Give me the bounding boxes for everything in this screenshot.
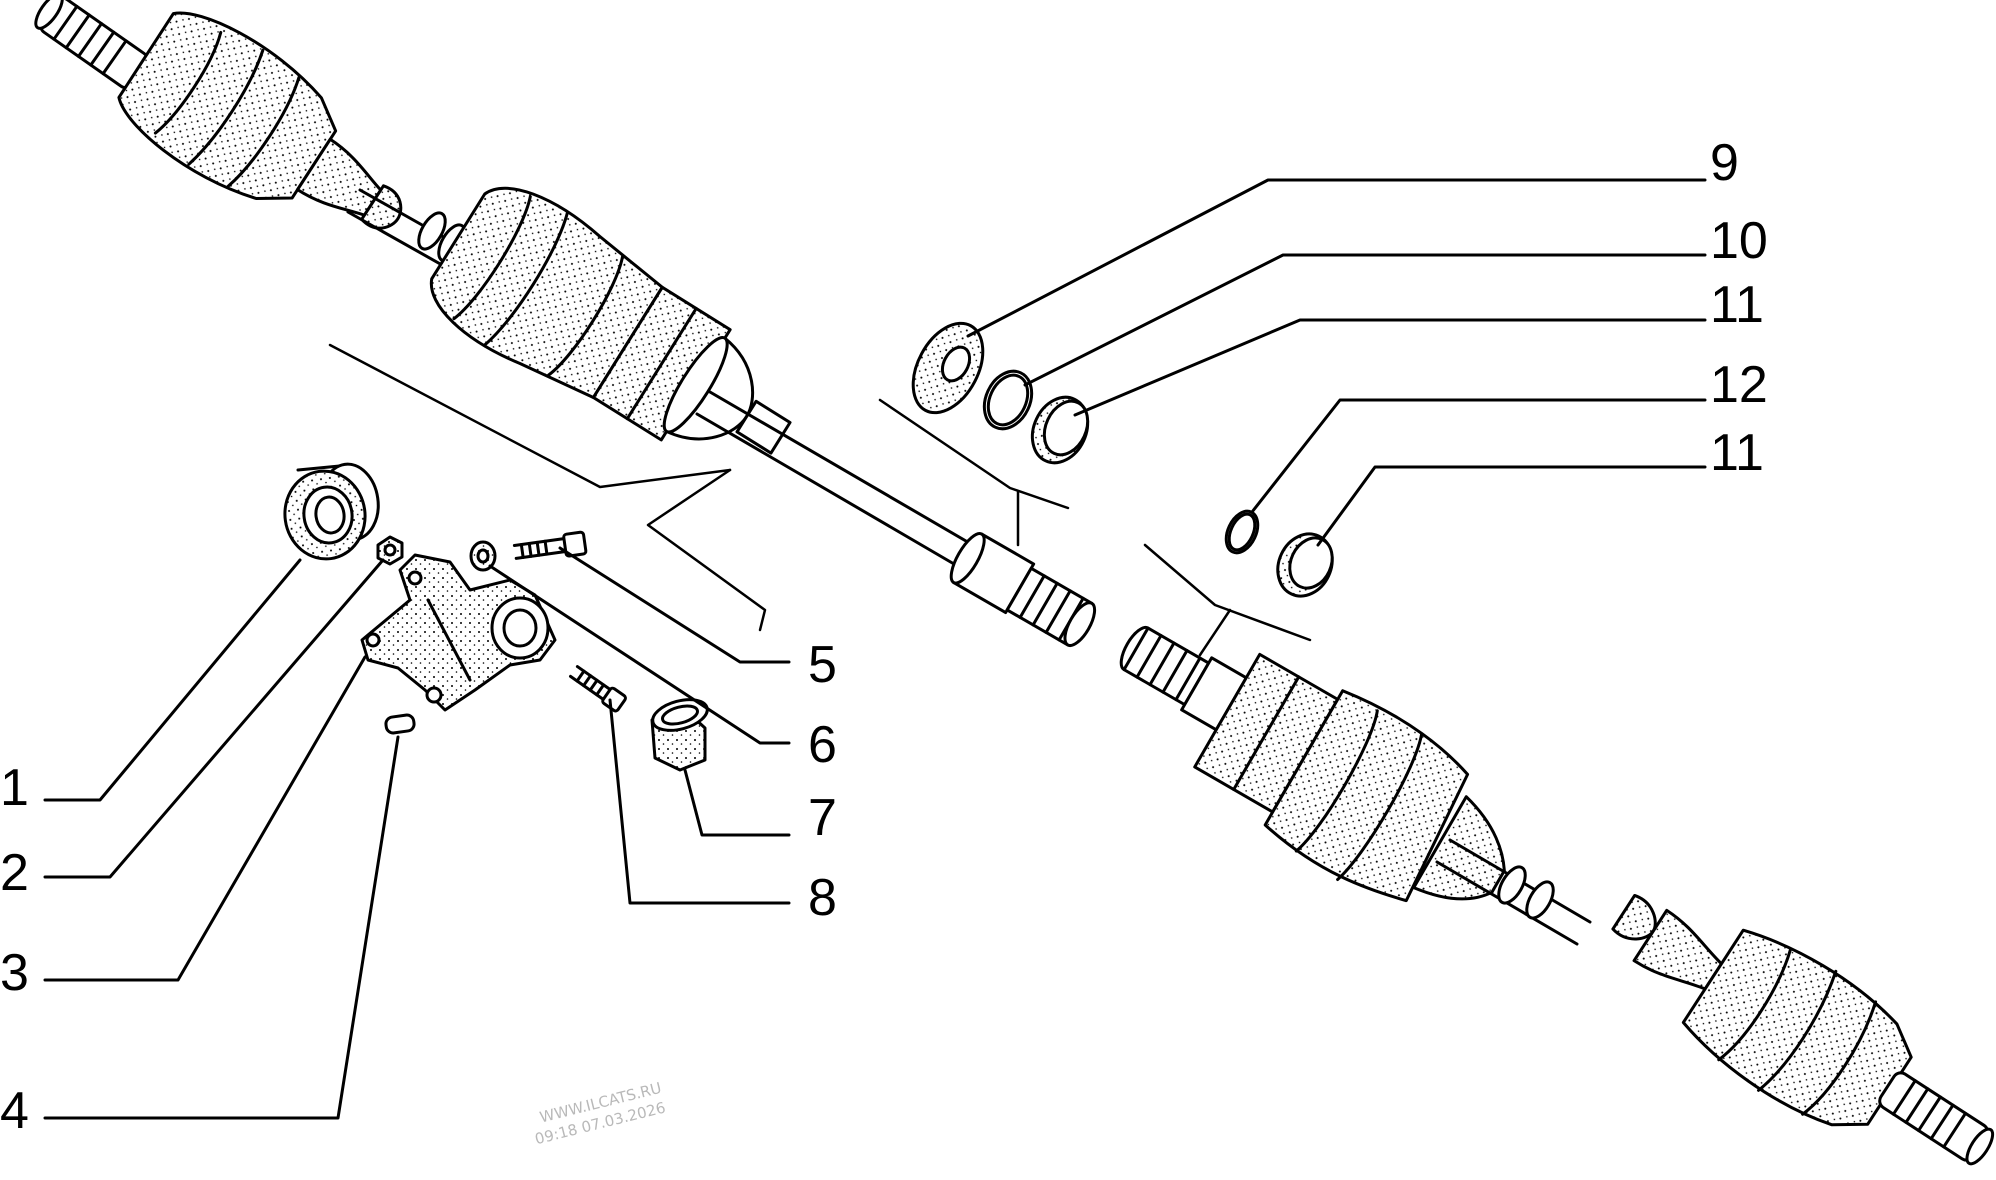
callout-3: 3 — [0, 944, 29, 1002]
support-bracket-part-3 — [360, 553, 557, 712]
lower-outer-cv-joint — [1611, 893, 1995, 1166]
intermediate-shaft — [695, 390, 1097, 648]
bracket-lines-right — [878, 398, 1312, 657]
seal-part-11-lower — [1276, 532, 1334, 598]
callout-4: 4 — [0, 1082, 29, 1140]
bolt-part-5 — [512, 530, 588, 560]
bearing-part-1 — [283, 462, 380, 561]
callout-11-upper: 11 — [1710, 276, 1764, 334]
callout-11-lower: 11 — [1710, 424, 1764, 482]
ring-part-10 — [982, 369, 1034, 431]
upper-outer-cv-joint — [34, 0, 403, 230]
dowel-pin-part-4 — [384, 713, 416, 735]
callout-1: 1 — [0, 759, 29, 817]
callout-5: 5 — [808, 636, 837, 694]
lower-inner-joint — [1119, 625, 1506, 903]
bracket-lines-left — [328, 343, 767, 632]
callout-9: 9 — [1710, 134, 1739, 192]
nut-part-2 — [376, 535, 404, 566]
upper-inner-joint — [429, 186, 792, 455]
callout-10: 10 — [1710, 212, 1768, 270]
washer-part-6 — [469, 540, 497, 572]
callout-6: 6 — [808, 716, 837, 774]
watermark: WWW.ILCATS.RU 09:18 07.03.2026 — [533, 1079, 667, 1148]
circlip-part-12 — [1224, 509, 1260, 555]
callout-7: 7 — [808, 789, 837, 847]
callout-numbers: 1 2 3 4 5 6 7 8 9 10 11 12 11 — [0, 134, 1768, 1140]
sleeve-part-7 — [650, 698, 709, 772]
screw-part-8 — [569, 665, 627, 713]
seal-part-11-upper — [1030, 395, 1090, 465]
spacer-part-9 — [911, 321, 985, 415]
callout-8: 8 — [808, 869, 837, 927]
lower-shaft-segment — [1435, 838, 1592, 946]
callout-2: 2 — [0, 844, 29, 902]
leader-lines — [43, 178, 1707, 1120]
callout-12: 12 — [1710, 356, 1768, 414]
